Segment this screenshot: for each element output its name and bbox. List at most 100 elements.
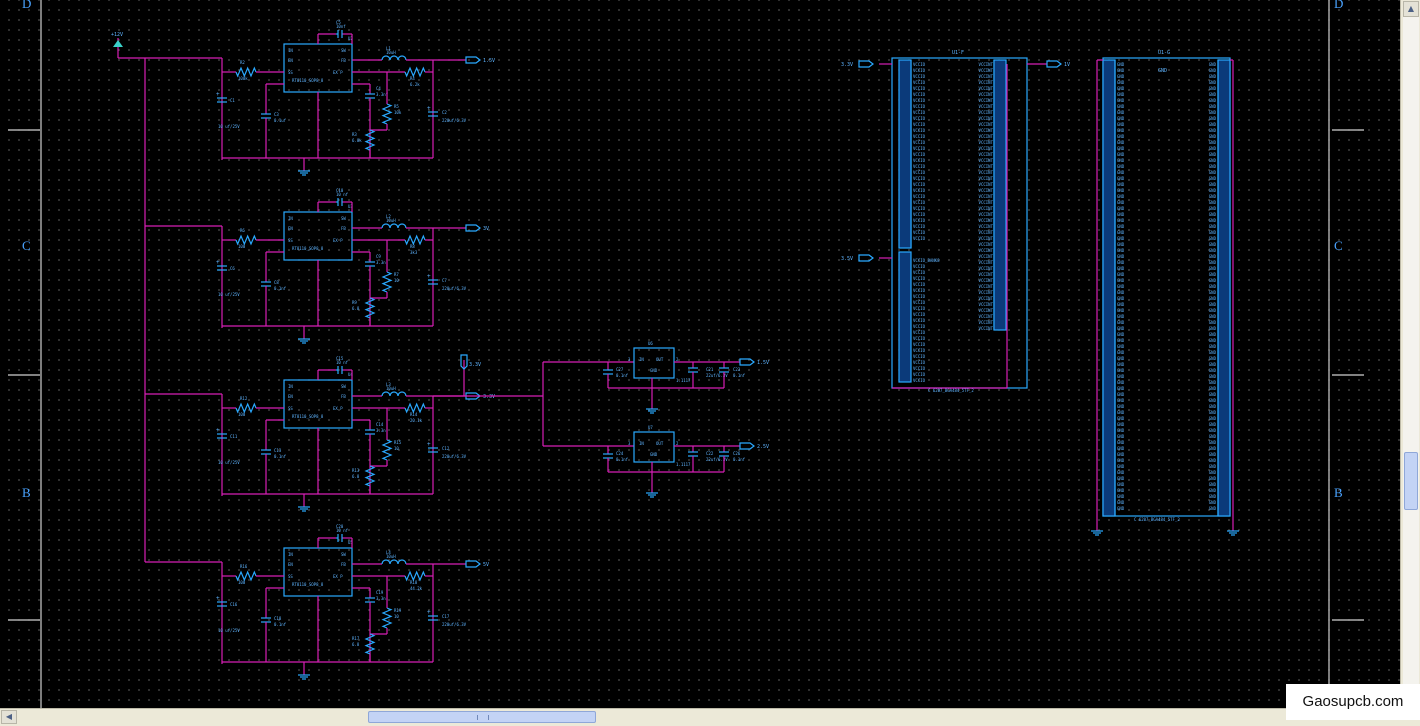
fpga-pin-name: GND [1209,446,1217,451]
ic-pin-label: FB [341,562,346,567]
resistor-value-label: 100 [238,244,246,249]
fpga-pin-name: VCCIO [913,330,926,335]
net-port-icon [465,224,481,232]
fpga-pin-name: GND [1117,302,1125,307]
fpga-pin-name: GND [1209,308,1217,313]
fpga-pin-name: VCCINT [979,176,994,181]
fpga-pin-name: VCCINT [979,182,994,187]
fpga-pin-name: GND [1117,92,1125,97]
fpga-pin-name: GND [1209,476,1217,481]
fpga-pin-name: GND [1209,116,1217,121]
net-port-icon [1046,60,1062,68]
polarity-label: + [427,105,431,112]
ic-part-label: RT8110_SOP8_8 [292,582,324,587]
fpga-pin-name: GND [1117,464,1125,469]
scroll-left-arrow-icon[interactable]: ◀ [1,710,17,724]
fpga-pin-name: VCCIO [913,282,926,287]
ic-pin-label: SS [288,574,293,579]
cap-ref-label: C8 [274,280,279,285]
scroll-up-arrow-icon[interactable]: ▲ [1403,1,1419,17]
net-port-icon [858,60,874,68]
ic-pin-label: SW [341,216,346,221]
ic-pin-label: SS [288,406,293,411]
ic-pin-label: EX P [333,574,343,579]
fpga-pin-name: GND [1117,506,1125,511]
zone-label-c-left: C [22,238,31,253]
fpga-pin-name: GND [1117,428,1125,433]
fpga-pin-name: VCCIO [913,128,926,133]
fpga-pin-name: VCCIO [913,218,926,223]
cap-value-label: 220uf/6.3V [442,118,467,123]
fpga-pin-name: VCCIO [913,146,926,151]
fpga-part-label: C 6207_BGA484_5TF_2 [928,388,974,393]
fpga-pin-name: VCCINT [979,80,994,85]
fpga-pin-name: GND [1209,374,1217,379]
resistor-value-label: 6.2k [410,82,420,87]
cap-value-label: 220uf/6.3V [442,286,467,291]
fpga-pin-name: VCCIO [913,92,926,97]
resistor-icon [364,129,376,151]
fpga-pin-name: VCCINT [979,254,994,259]
fpga-pin-name: GND [1209,296,1217,301]
fpga-pin-name: GND [1117,404,1125,409]
ldo-part-label: 1.1117 [676,378,691,383]
fpga-pin-name: VCCIO [913,176,926,181]
horizontal-scroll-thumb[interactable] [368,711,596,723]
fpga-pin-name: GND [1117,494,1125,499]
zone-label-d-left: D [22,0,32,11]
fpga-pin-name: GND [1209,230,1217,235]
resistor-ref-label: R14 [410,412,418,417]
fpga-pin-name: GND [1117,500,1125,505]
fpga-pin-name: GND [1209,416,1217,421]
fpga-pin-name: GND [1209,188,1217,193]
fpga-pin-name: VCCINT [979,320,994,325]
vertical-scrollbar[interactable]: ▲ ▼ [1400,0,1420,708]
ldo-pin-label: 2 [676,357,679,362]
resistor-icon [404,234,426,246]
inductor-value-label: 10uH [386,218,396,223]
cap-value-label: 0.1nf [274,622,287,627]
fpga-pin-name: GND [1117,182,1125,187]
resistor-value-label: 20.1k [410,418,423,423]
fpga-pin-name: GND [1117,146,1125,151]
vertical-scroll-track[interactable] [1403,17,1419,691]
fpga-pin-name: VCCIO [913,312,926,317]
fpga-pin-name: VCCINT [979,212,994,217]
cap-ref-label: C13 [274,448,282,453]
fpga-pin-name: GND [1209,392,1217,397]
resistor-ref-label: R13 [352,468,360,473]
ic-pin-label: FB [341,226,346,231]
resistor-ref-label: R7 [394,272,399,277]
horizontal-scrollbar[interactable]: ◀ [0,708,1420,726]
polarity-label: + [427,441,431,448]
fpga-pin-name: VCCINT [979,146,994,151]
zone-label-b-right: B [1334,485,1343,500]
fpga-supply-label: 1V [1064,62,1070,68]
resistor-value-label: 6.8 [352,642,360,647]
fpga-pin-name: GND [1117,296,1125,301]
cap-ref-label: C1 [230,98,235,103]
scroll-grip-icon [477,715,489,720]
fpga-pin-name: GND [1117,68,1125,73]
fpga-pin-name: VCCIO [913,62,926,67]
ldo-pin-label: IN [639,357,644,362]
polarity-label: + [427,609,431,616]
fpga-pin-name: VCCIO [913,80,926,85]
fpga-pin-name: GND [1117,104,1125,109]
fpga-pin-name: VCCINT [979,290,994,295]
fpga-pin-name: GND [1209,398,1217,403]
fpga-pin-name: GND [1209,350,1217,355]
fpga-pin-name: VCCINT [979,248,994,253]
cap-ref-label: C22 [706,451,714,456]
fpga-pin-name: VCCIO [913,224,926,229]
fpga-pin-name: GND [1117,80,1125,85]
fpga-pin-name: GND [1117,266,1125,271]
vertical-scroll-thumb[interactable] [1404,452,1418,510]
cap-ref-label: C3 [274,112,279,117]
fpga-pin-name: VCCINT [979,314,994,319]
cap-value-label: 10 nf [336,360,349,365]
fpga-pin-name: GND [1209,110,1217,115]
cap-value-label: 0.1nf [733,457,746,462]
fpga-pin-name: GND [1209,200,1217,205]
